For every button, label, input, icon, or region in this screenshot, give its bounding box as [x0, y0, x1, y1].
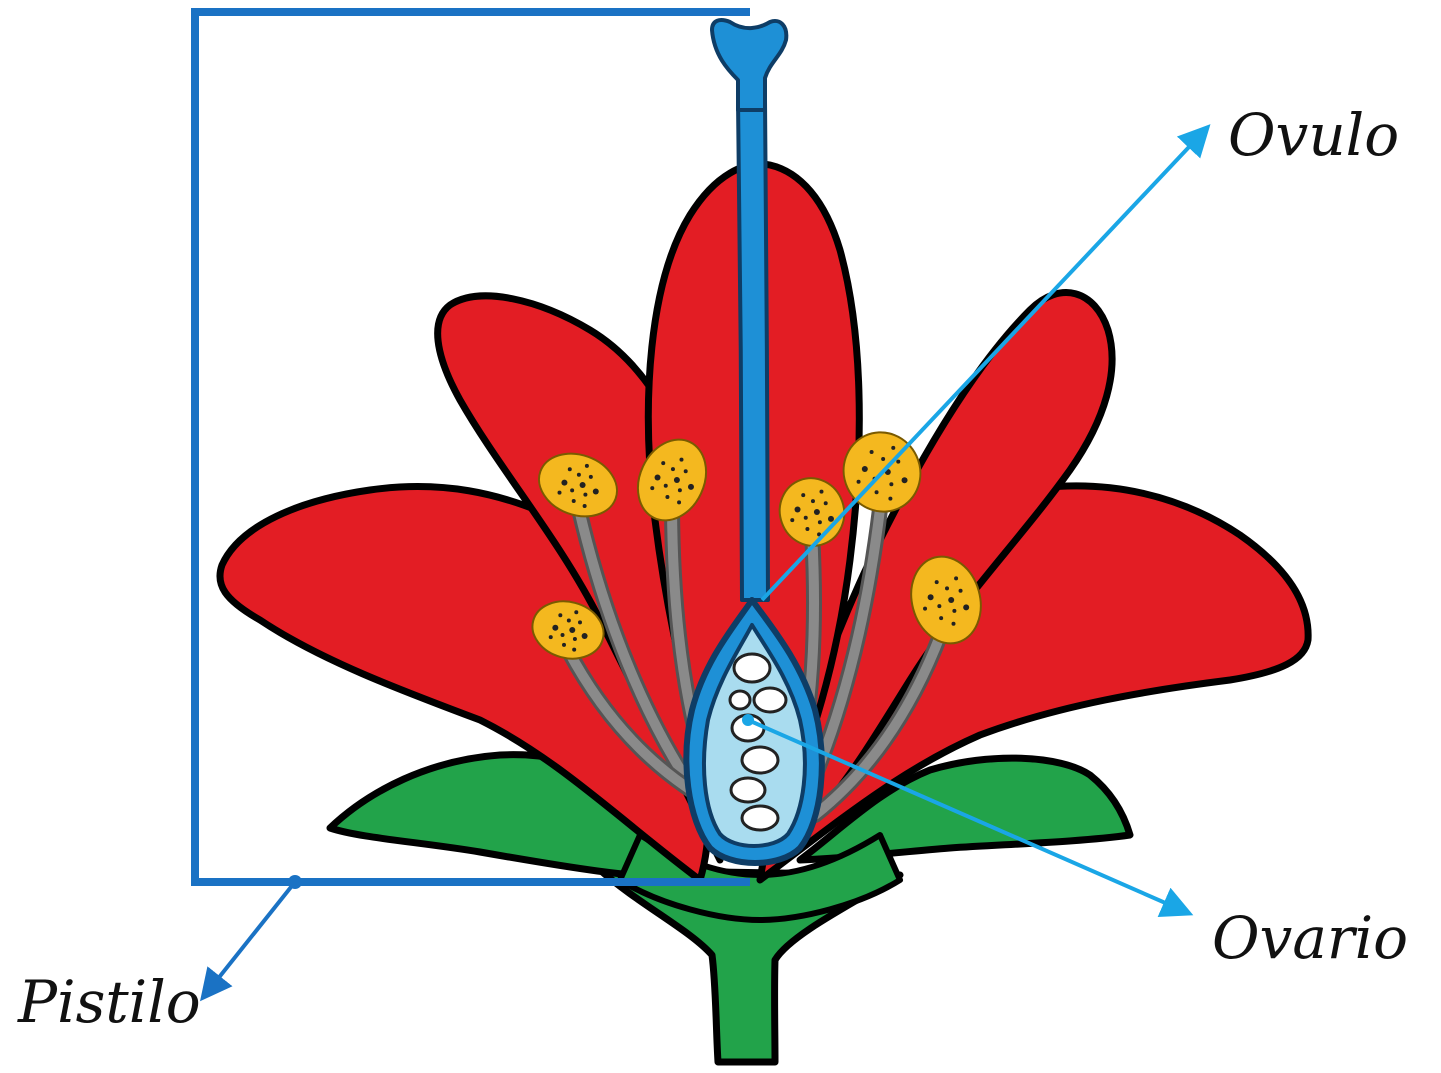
pollen-dot	[549, 635, 553, 639]
ovule	[730, 691, 750, 709]
pollen-dot	[558, 491, 562, 495]
ovule	[734, 654, 770, 682]
pollen-dot	[870, 450, 874, 454]
pollen-dot	[795, 506, 801, 512]
pollen-dot	[948, 597, 954, 603]
pollen-dot	[583, 504, 587, 508]
stigma	[712, 20, 786, 110]
pollen-dot	[935, 580, 939, 584]
ovule	[731, 778, 765, 802]
pollen-dot	[561, 633, 565, 637]
pollen-dot	[572, 499, 576, 503]
pollen-dot	[684, 469, 688, 473]
pollen-dot	[589, 475, 593, 479]
pollen-dot	[902, 477, 908, 483]
label-ovulo: Ovulo	[1228, 101, 1399, 169]
label-ovario: Ovario	[1212, 904, 1408, 972]
pollen-dot	[891, 446, 895, 450]
pollen-dot	[664, 484, 668, 488]
pollen-dot	[819, 490, 823, 494]
pollen-dot	[824, 501, 828, 505]
pollen-dot	[572, 648, 576, 652]
pollen-dot	[939, 616, 943, 620]
pollen-dot	[574, 610, 578, 614]
ovule	[742, 806, 778, 830]
pollen-dot	[945, 586, 949, 590]
pollen-dot	[568, 467, 572, 471]
pollen-dot	[811, 499, 815, 503]
pollen-dot	[818, 520, 822, 524]
pollen-dot	[923, 607, 927, 611]
pollen-dot	[889, 482, 893, 486]
pollen-dot	[963, 604, 969, 610]
pollen-dot	[679, 458, 683, 462]
pollen-dot	[593, 488, 599, 494]
pollen-dot	[567, 618, 571, 622]
pollen-dot	[888, 497, 892, 501]
pollen-dot	[578, 620, 582, 624]
pollen-dot	[573, 637, 577, 641]
pollen-dot	[561, 480, 567, 486]
pollen-dot	[688, 484, 694, 490]
ovule	[742, 747, 778, 773]
ovario-arrow-origin	[742, 714, 754, 726]
pollen-dot	[862, 466, 868, 472]
pollen-dot	[828, 516, 834, 522]
pollen-dot	[665, 495, 669, 499]
pollen-dot	[801, 493, 805, 497]
ovule	[754, 688, 786, 712]
pollen-dot	[677, 500, 681, 504]
pollen-dot	[678, 488, 682, 492]
pollen-dot	[928, 594, 934, 600]
pollen-dot	[671, 467, 675, 471]
pollen-dot	[674, 477, 680, 483]
pollen-dot	[577, 473, 581, 477]
pollen-dot	[875, 490, 879, 494]
pollen-dot	[896, 460, 900, 464]
pollen-dot	[959, 589, 963, 593]
pollen-dot	[580, 482, 586, 488]
pollen-dot	[583, 493, 587, 497]
pollen-dot	[857, 480, 861, 484]
label-pistilo: Pistilo	[17, 968, 201, 1036]
pollen-dot	[952, 609, 956, 613]
pollen-dot	[952, 622, 956, 626]
pollen-dot	[804, 516, 808, 520]
pollen-dot	[552, 625, 558, 631]
pollen-dot	[661, 461, 665, 465]
pollen-dot	[954, 576, 958, 580]
style	[738, 100, 768, 600]
pollen-dot	[558, 613, 562, 617]
pollen-dot	[655, 474, 661, 480]
pollen-dot	[650, 486, 654, 490]
pollen-dot	[585, 464, 589, 468]
pollen-dot	[937, 604, 941, 608]
pollen-dot	[569, 627, 575, 633]
pistilo-arrow-origin	[288, 875, 302, 889]
pollen-dot	[881, 457, 885, 461]
pistilo-arrow	[205, 882, 295, 995]
pollen-dot	[790, 518, 794, 522]
pollen-dot	[562, 643, 566, 647]
pollen-dot	[814, 509, 820, 515]
pollen-dot	[582, 633, 588, 639]
pollen-dot	[570, 488, 574, 492]
pollen-dot	[805, 527, 809, 531]
